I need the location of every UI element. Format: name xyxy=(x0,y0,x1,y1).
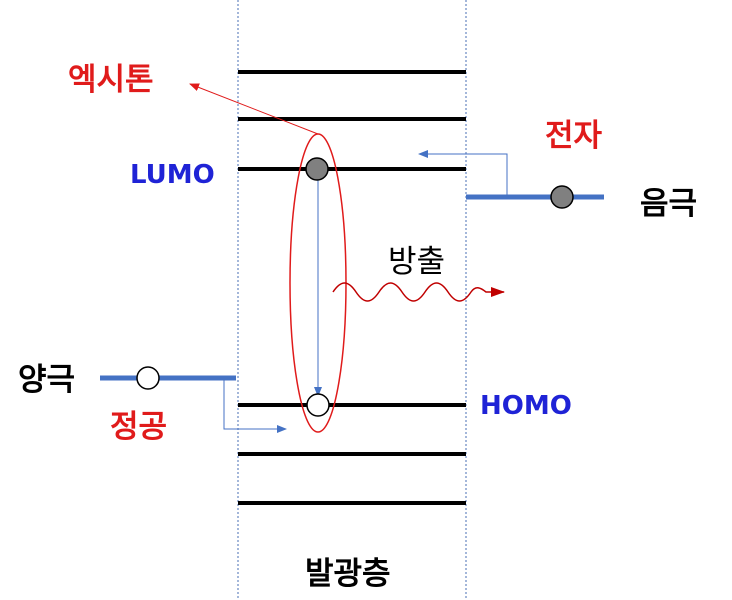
electron-injection-arrow xyxy=(418,150,508,197)
exciton-label: 엑시톤 xyxy=(68,62,154,98)
hole-label: 정공 xyxy=(110,409,167,445)
anode-label: 양극 xyxy=(18,362,75,398)
cathode-label: 음극 xyxy=(640,186,697,222)
lumo-label: LUMO xyxy=(130,160,215,190)
emission-wave xyxy=(332,282,505,302)
homo-label: HOMO xyxy=(480,391,572,421)
hole-in-homo xyxy=(306,393,330,417)
electron-label: 전자 xyxy=(545,118,603,154)
electron-in-lumo xyxy=(305,157,329,181)
electron-at-cathode xyxy=(550,185,574,209)
hole-at-anode xyxy=(136,366,160,390)
emission-label: 방출 xyxy=(388,244,445,280)
hole-injection-arrow xyxy=(223,378,287,433)
emissive-layer-label: 발광층 xyxy=(305,556,391,592)
exciton-pointer xyxy=(189,83,319,135)
